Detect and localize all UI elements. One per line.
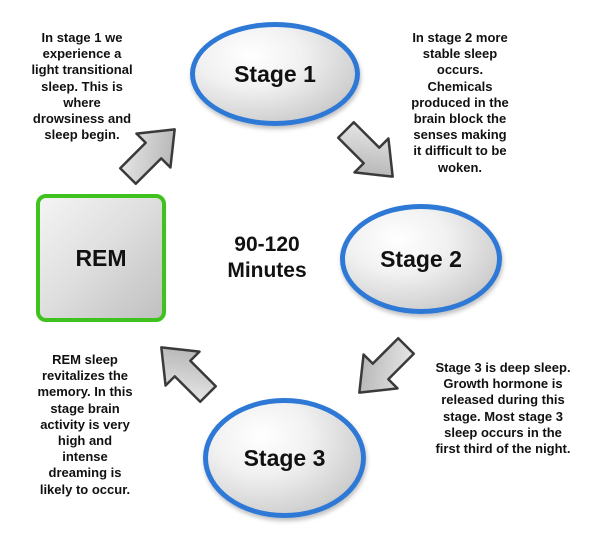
rem-description-line: likely to occur. <box>39 481 131 497</box>
arrow-rem-to-stage1 <box>118 128 176 186</box>
stage-1-label: Stage 1 <box>234 60 316 87</box>
arrow-stage3-to-rem <box>160 346 218 404</box>
stage-2-description-line: Chemicals <box>427 78 493 94</box>
stage-1-node: Stage 1 <box>190 22 360 126</box>
rem-node: REM <box>36 194 166 322</box>
stage-1-description: In stage 1 we experience a light transit… <box>18 30 146 143</box>
stage-2-description-line: senses making <box>413 127 507 143</box>
stage-2-description-line: stable sleep <box>422 46 498 62</box>
stage-2-description: In stage 2 more stable sleep occurs. Che… <box>394 30 526 176</box>
rem-description: REM sleep revitalizes the memory. In thi… <box>18 352 152 498</box>
stage-3-description-line: Stage 3 is deep sleep. <box>435 360 571 375</box>
stage-2-description-line: woken. <box>437 159 483 175</box>
stage-3-description: Stage 3 is deep sleep. Growth hormone is… <box>418 360 588 457</box>
stage-2-label: Stage 2 <box>380 245 462 272</box>
stage-1-description-line: drowsiness and <box>32 111 132 127</box>
stage-1-description-line: sleep begin. <box>44 127 120 143</box>
rem-description-line: high and <box>57 433 113 449</box>
arrow-stage2-to-stage3 <box>358 336 416 394</box>
stage-2-description-line: In stage 2 more <box>412 30 508 45</box>
stage-2-node: Stage 2 <box>340 204 502 314</box>
stage-2-description-line: it difficult to be <box>413 143 507 159</box>
rem-description-line: REM sleep <box>52 352 118 367</box>
stage-1-description-line: light transitional <box>31 62 133 78</box>
stage-3-description-line: stage. Most stage 3 <box>443 408 563 424</box>
rem-description-line: dreaming is <box>48 465 122 481</box>
stage-1-description-line: where <box>63 94 101 110</box>
rem-description-line: revitalizes the <box>42 368 128 384</box>
stage-2-description-line: brain block the <box>413 111 507 127</box>
rem-label: REM <box>75 244 127 271</box>
stage-3-node: Stage 3 <box>203 398 366 518</box>
rem-description-line: memory. In this <box>37 384 133 400</box>
cycle-duration-unit: Minutes <box>227 259 307 282</box>
stage-2-description-line: occurs. <box>436 62 484 78</box>
stage-1-description-line: experience a <box>42 46 122 62</box>
rem-description-line: activity is very <box>40 416 130 432</box>
rem-description-line: intense <box>62 449 108 465</box>
stage-1-description-line: In stage 1 we <box>41 30 123 45</box>
cycle-duration-label: 90-120 Minutes <box>206 232 328 284</box>
stage-1-description-line: sleep. This is <box>41 78 123 94</box>
stage-3-label: Stage 3 <box>243 444 326 471</box>
cycle-duration-value: 90-120 <box>234 233 300 256</box>
stage-3-description-line: first third of the night. <box>435 441 571 457</box>
stage-3-description-line: released during this <box>441 392 565 408</box>
rem-description-line: stage brain <box>50 400 120 416</box>
stage-3-description-line: Growth hormone is <box>443 376 563 392</box>
arrow-stage1-to-stage2 <box>336 120 394 178</box>
stage-2-description-line: produced in the <box>411 94 509 110</box>
stage-3-description-line: sleep occurs in the <box>444 424 562 440</box>
